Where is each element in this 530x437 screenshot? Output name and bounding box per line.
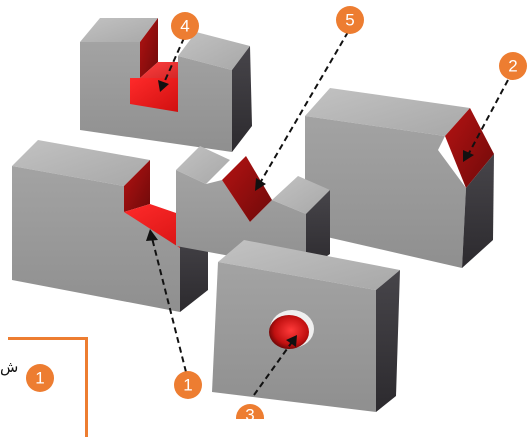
callout-1-legend-label: 1	[35, 369, 44, 388]
callout-4-label: 4	[180, 17, 189, 36]
arrowhead-1	[146, 229, 158, 241]
legend-text: ش	[0, 358, 19, 376]
arrowhead-3	[286, 335, 297, 347]
callout-3: 3	[236, 404, 264, 419]
leader-lines	[151, 31, 509, 396]
leader-line-3	[253, 341, 293, 396]
leader-line-5	[259, 31, 349, 184]
hole-cavity	[269, 315, 309, 349]
callout-4: 4	[171, 12, 199, 40]
arrowhead-4	[158, 80, 169, 92]
arrowheads	[146, 80, 474, 347]
legend-box	[8, 337, 88, 437]
block-hole-plate	[212, 240, 400, 412]
block-chamfer-right	[305, 88, 494, 268]
callout-2-label: 2	[508, 57, 517, 76]
callout-3-label: 3	[245, 406, 254, 420]
callout-5: 5	[336, 6, 364, 34]
callout-1-legend: 1	[26, 364, 54, 392]
callout-1: 1	[174, 371, 202, 399]
arrowhead-2	[463, 150, 474, 162]
diagram-canvas: 4 5 2 1 3 1	[12, 6, 527, 419]
leader-line-4	[162, 37, 185, 86]
leader-line-1	[151, 237, 187, 373]
callout-5-label: 5	[345, 11, 354, 30]
callout-2: 2	[499, 52, 527, 80]
leader-line-2	[467, 79, 509, 156]
arrowhead-5	[255, 178, 266, 191]
block-vgroove-center	[176, 146, 330, 270]
callout-1-label: 1	[183, 376, 192, 395]
